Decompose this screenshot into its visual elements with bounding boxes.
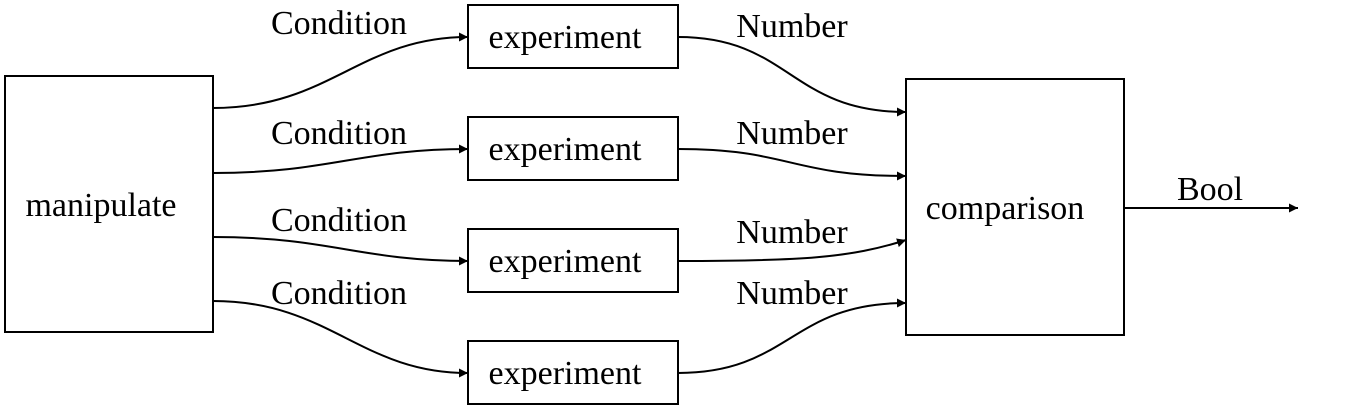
experiment-node-2: experiment (467, 116, 679, 181)
number-edge-3 (677, 238, 907, 262)
experiment-node-1: experiment (467, 4, 679, 69)
condition-edge-label-2: Condition (271, 115, 407, 152)
number-edge-label-1: Number (736, 8, 848, 45)
manipulate-label: manipulate (25, 187, 176, 224)
condition-edge-label-1: Condition (271, 5, 407, 42)
experiment-node-3: experiment (467, 228, 679, 293)
number-edge-4 (677, 298, 907, 374)
experiment-label-4: experiment (489, 355, 642, 392)
experiment-box-4 (467, 340, 679, 405)
condition-edge-label-3: Condition (271, 202, 407, 239)
manipulate-node: manipulate (4, 75, 214, 333)
number-edge-1 (677, 36, 907, 117)
comparison-label: comparison (926, 190, 1085, 227)
condition-edge-4 (212, 300, 469, 378)
number-edge-label-2: Number (736, 115, 848, 152)
number-edge-label-3: Number (736, 214, 848, 251)
experiment-label-3: experiment (489, 243, 642, 280)
number-edge-label-4: Number (736, 275, 848, 312)
comparison-node: comparison (905, 78, 1125, 336)
comparison-box (905, 78, 1125, 336)
condition-edge-1 (212, 32, 469, 109)
condition-edge-3 (212, 236, 469, 266)
condition-edge-2 (212, 144, 469, 174)
bool-edge-label: Bool (1177, 171, 1243, 208)
experiment-label-2: experiment (489, 131, 642, 168)
experiment-label-1: experiment (489, 19, 642, 56)
experiment-box-2 (467, 116, 679, 181)
experiment-node-4: experiment (467, 340, 679, 405)
experiment-box-1 (467, 4, 679, 69)
condition-edge-label-4: Condition (271, 275, 407, 312)
number-edge-2 (677, 148, 907, 181)
manipulate-box (4, 75, 214, 333)
